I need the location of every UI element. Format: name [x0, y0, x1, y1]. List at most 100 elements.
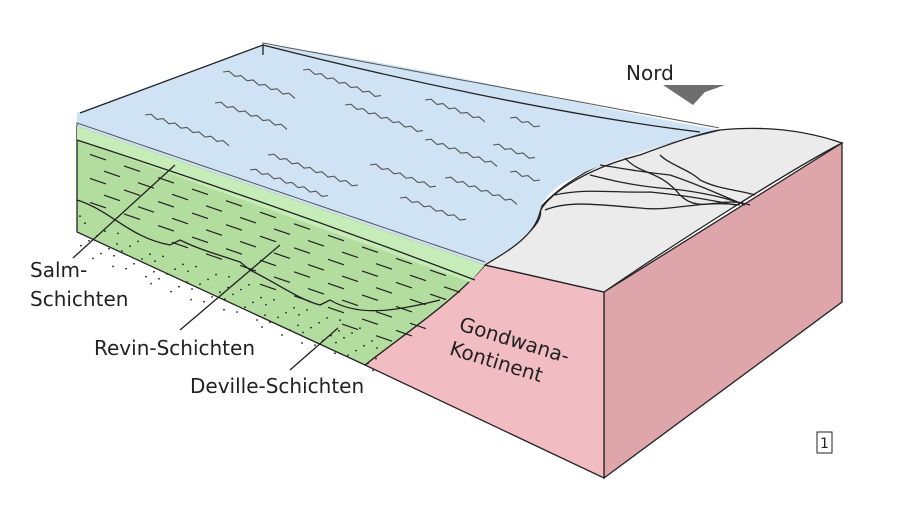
- stratum-dash: [395, 305, 413, 313]
- stratum-dash: [273, 228, 291, 236]
- wave-mark: [509, 116, 541, 128]
- sand-dot: [265, 303, 267, 306]
- stratum-dash: [395, 257, 413, 265]
- wave-mark: [267, 153, 359, 187]
- stratum-dash: [171, 217, 189, 225]
- sand-dot: [182, 263, 184, 266]
- sand-dot: [252, 301, 254, 304]
- sand-dot: [256, 319, 258, 321]
- wave-mark: [492, 143, 536, 159]
- salm-revin-boundary: [76, 139, 476, 281]
- sand-dot: [92, 257, 94, 260]
- wave-mark: [302, 68, 382, 97]
- sand-dot: [326, 317, 328, 319]
- sea-left-edge: [79, 44, 264, 114]
- sand-dot: [187, 270, 189, 273]
- sediment-strata: [79, 153, 461, 372]
- sand-dot: [223, 308, 225, 311]
- stratum-dash: [361, 270, 379, 277]
- stratum-dash: [137, 206, 155, 213]
- sand-dot: [158, 277, 160, 280]
- sand-dot: [211, 296, 213, 298]
- sand-dot: [228, 275, 230, 278]
- stratum-dash: [103, 170, 121, 178]
- sediment-top-band: [77, 126, 485, 282]
- stratum-dash: [341, 251, 359, 259]
- shoreline: [484, 129, 721, 266]
- sand-dot: [277, 316, 279, 319]
- sand-dot: [363, 344, 365, 347]
- revin-leader-line: [179, 244, 281, 331]
- stratum-dash: [273, 276, 291, 284]
- stratum-dash: [395, 329, 413, 337]
- sand-dot: [248, 283, 250, 286]
- stratum-dash: [123, 213, 141, 221]
- sand-dot: [302, 331, 304, 334]
- wave-mark: [249, 168, 329, 197]
- sand-dot: [149, 253, 151, 256]
- sea-front-wave-edge: [76, 122, 486, 263]
- stratum-dash: [103, 194, 121, 202]
- stratum-dash: [327, 282, 345, 290]
- stratum-dash: [361, 318, 379, 325]
- stratum-dash: [259, 235, 277, 243]
- sand-dot: [293, 306, 295, 309]
- sand-dot: [104, 230, 106, 233]
- stratum-dash: [307, 287, 325, 295]
- wave-mark: [424, 138, 498, 167]
- stratum-dash: [205, 253, 223, 260]
- stratum-dash: [89, 153, 107, 161]
- sand-dot: [116, 243, 118, 245]
- sand-dot: [334, 352, 336, 355]
- sand-dot: [190, 298, 192, 301]
- sand-dot: [207, 278, 209, 281]
- sand-dot: [112, 265, 114, 268]
- stratum-dash: [89, 201, 107, 209]
- sand-dot: [285, 311, 287, 314]
- deville-leader-line: [289, 327, 339, 371]
- wave-mark: [444, 176, 518, 205]
- wave-mark: [144, 113, 230, 147]
- stratum-dash: [273, 252, 291, 260]
- wave-mark: [344, 103, 424, 132]
- sand-dot: [260, 296, 262, 299]
- stratum-dash: [429, 293, 447, 301]
- sand-dot: [264, 314, 266, 317]
- stratum-dash: [341, 275, 359, 283]
- sand-dot: [355, 349, 357, 352]
- sand-dot: [314, 344, 316, 347]
- wave-mark: [369, 163, 437, 188]
- sand-dot: [343, 336, 345, 339]
- stratum-dash: [361, 294, 379, 301]
- sand-dot: [113, 254, 115, 257]
- stratum-dash: [123, 165, 141, 173]
- stratum-dash: [307, 239, 325, 247]
- sand-dot: [240, 288, 242, 291]
- sand-dot: [306, 309, 308, 311]
- figure-number-box: [816, 431, 833, 454]
- sand-dot: [298, 313, 300, 316]
- sand-dot: [335, 341, 337, 344]
- sand-dot: [186, 281, 188, 283]
- stratum-dash: [375, 335, 393, 342]
- stratum-dash: [259, 259, 277, 267]
- sand-dot: [88, 239, 90, 242]
- stratum-dash: [341, 323, 359, 331]
- stratum-dash: [409, 322, 427, 330]
- sand-dot: [289, 329, 291, 332]
- sand-dot: [84, 222, 86, 225]
- stratum-dash: [225, 200, 243, 207]
- sand-dot: [367, 362, 369, 365]
- sand-dot: [170, 290, 172, 293]
- sand-dot: [269, 321, 271, 324]
- stratum-dash: [191, 212, 209, 220]
- sand-dot: [371, 340, 373, 342]
- sand-dot: [376, 347, 378, 349]
- sand-dot: [372, 369, 374, 372]
- stratum-dash: [259, 283, 277, 291]
- sand-dot: [178, 285, 180, 288]
- stratum-dash: [327, 306, 345, 314]
- sand-dot: [219, 291, 221, 294]
